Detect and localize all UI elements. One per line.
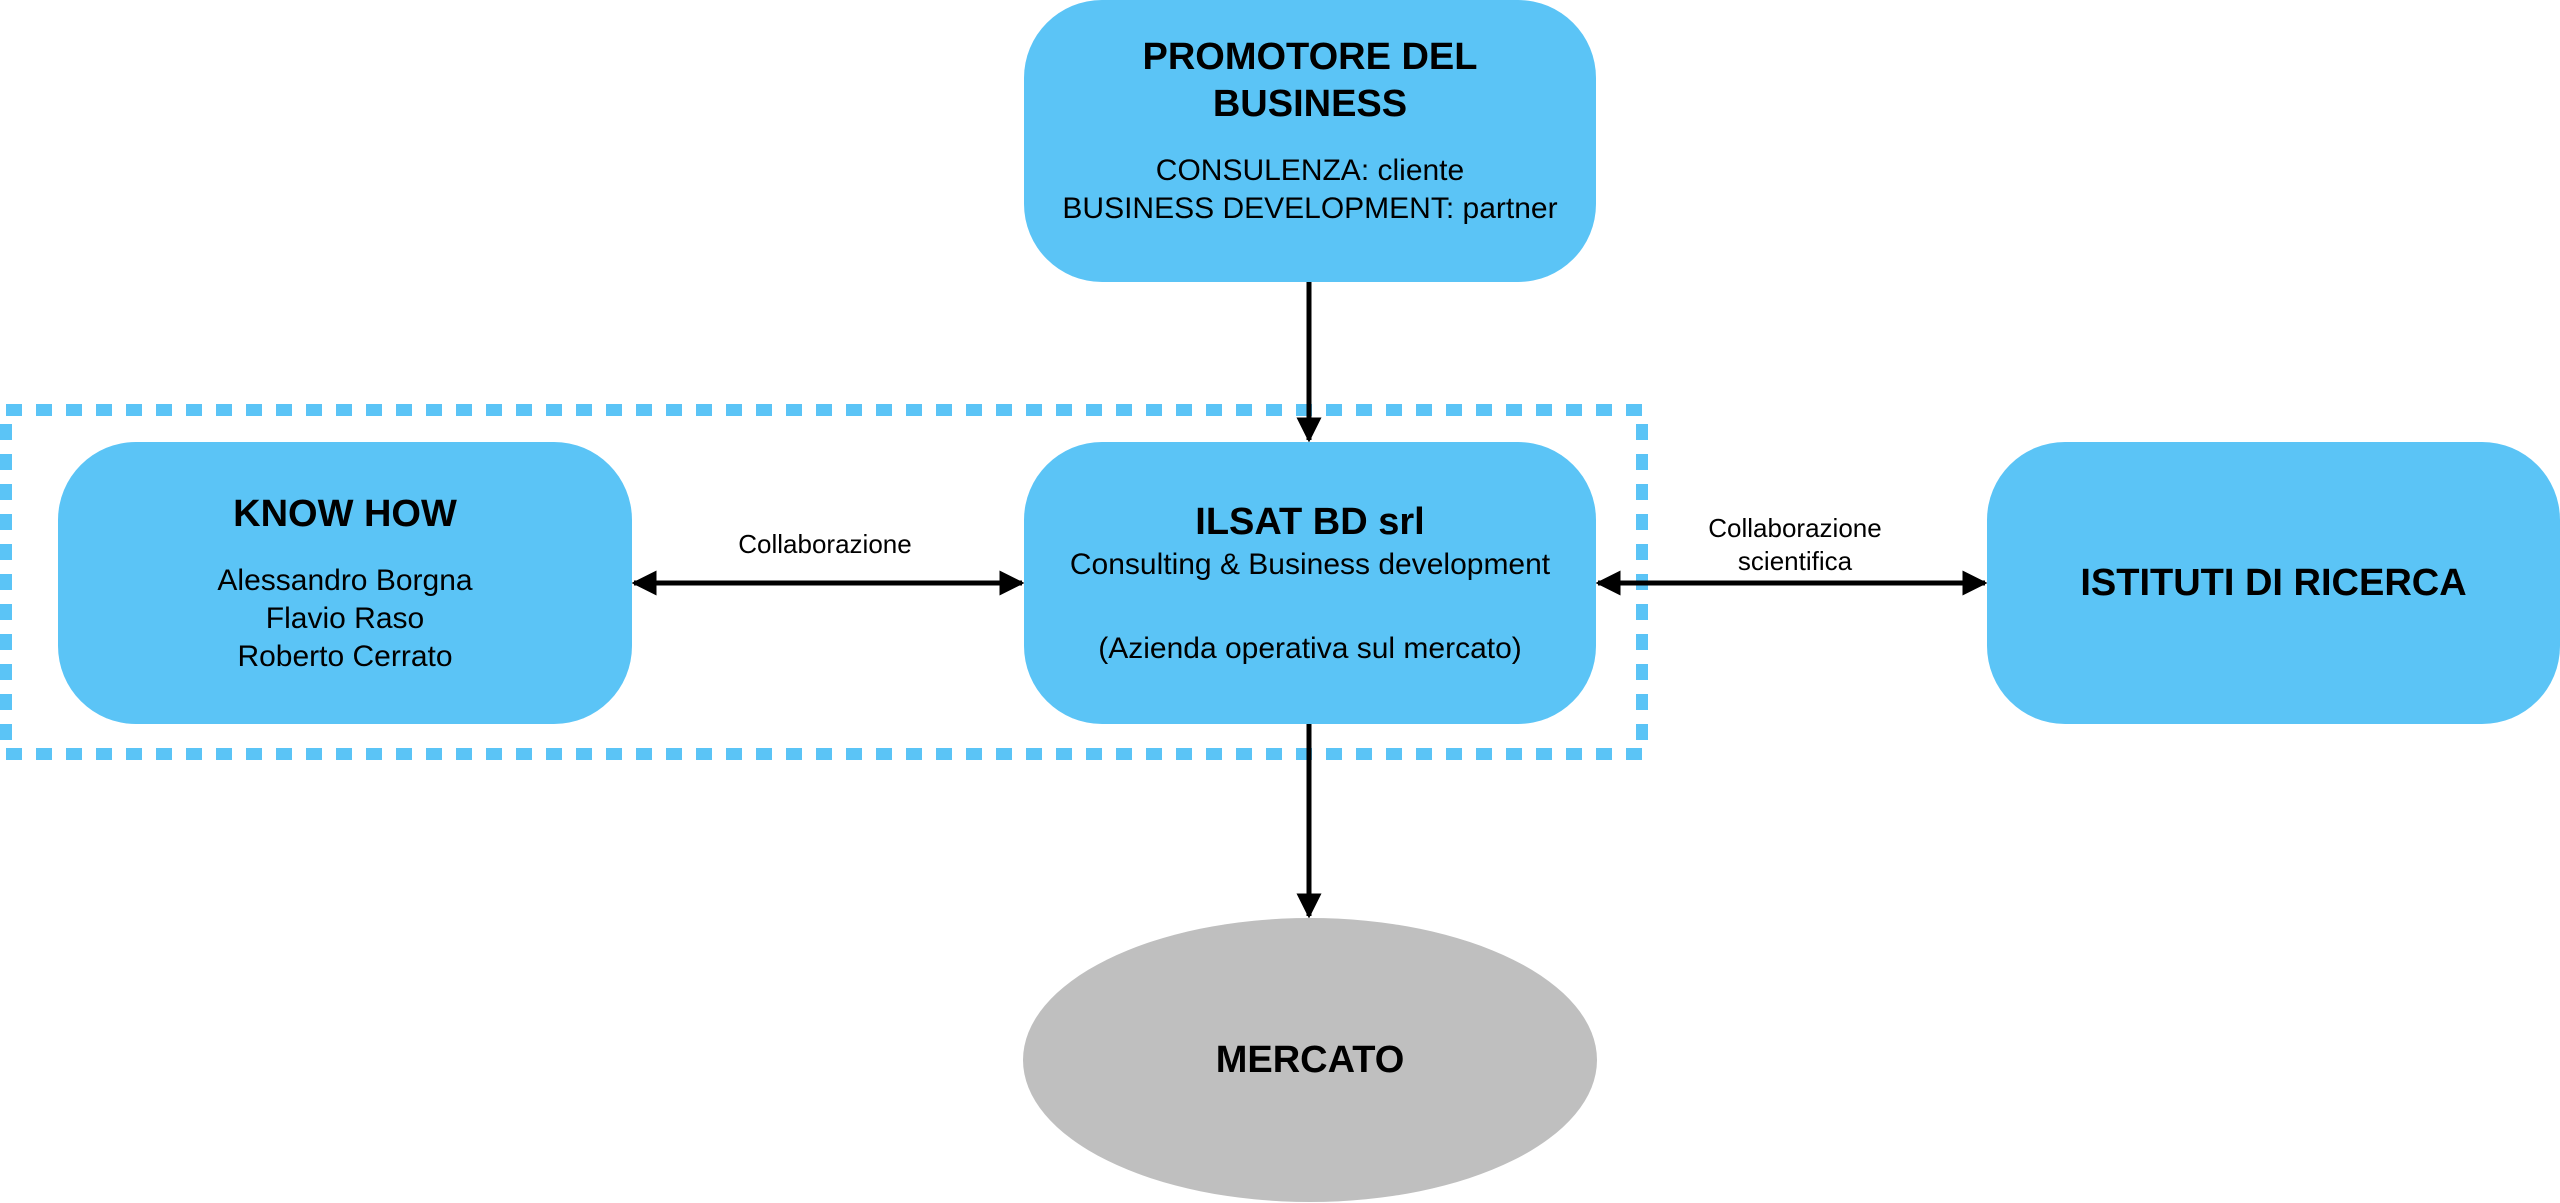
edge-label-text: Collaborazione	[738, 529, 912, 559]
knowhow-person: Roberto Cerrato	[237, 639, 453, 673]
edge-label-line2: scientifica	[1737, 546, 1853, 576]
ilsat-subtitle: Consulting & Business development	[1069, 547, 1551, 581]
promotore-consulenza: CONSULENZA: cliente	[1155, 154, 1465, 187]
edge-label-collaborazione-scientifica: Collaborazione scientifica	[1660, 512, 1930, 578]
mercato-title: MERCATO	[1215, 1038, 1405, 1081]
node-istituti-di-ricerca: ISTITUTI DI RICERCA	[1987, 442, 2560, 724]
node-ilsat-bd-srl: ILSAT BD srl Consulting & Business devel…	[1024, 442, 1596, 724]
node-promotore-del-business: PROMOTORE DEL BUSINESS CONSULENZA: clien…	[1024, 0, 1596, 282]
edge-label-line1: Collaborazione	[1708, 513, 1882, 543]
ilsat-title: ILSAT BD srl	[1195, 500, 1425, 543]
knowhow-person: Flavio Raso	[265, 601, 425, 635]
ilsat-note: (Azienda operativa sul mercato)	[1098, 631, 1522, 665]
promotore-title-line1: PROMOTORE DEL	[1142, 36, 1478, 78]
istituti-title: ISTITUTI DI RICERCA	[2080, 561, 2467, 604]
node-know-how: KNOW HOW Alessandro Borgna Flavio Raso R…	[58, 442, 632, 724]
node-mercato: MERCATO	[1023, 918, 1597, 1202]
promotore-business-development: BUSINESS DEVELOPMENT: partner	[1062, 192, 1558, 225]
promotore-title-line2: BUSINESS	[1212, 83, 1408, 125]
knowhow-person: Alessandro Borgna	[217, 563, 473, 597]
knowhow-title: KNOW HOW	[233, 492, 457, 535]
edge-label-collaborazione: Collaborazione	[700, 528, 950, 561]
